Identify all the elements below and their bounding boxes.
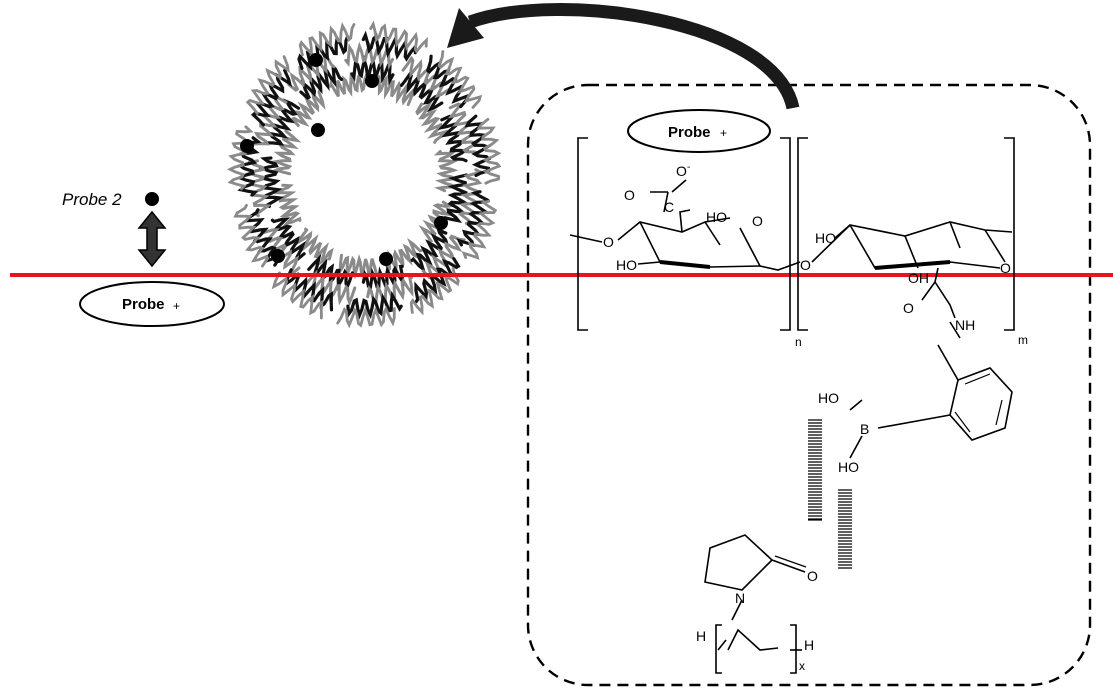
polymer-chain [290, 88, 326, 127]
svg-text:x: x [799, 659, 805, 673]
polymer-chain [410, 227, 450, 274]
svg-text:O: O [676, 163, 687, 179]
polymer-chain [336, 305, 396, 329]
svg-text:O: O [752, 213, 763, 229]
polymer-chain [361, 30, 417, 62]
polymer-chain [461, 199, 498, 260]
polymer-vesicle [226, 20, 502, 329]
polymer-chain [369, 20, 428, 54]
double-arrow-icon [137, 210, 167, 268]
bracket-x-left [715, 624, 722, 674]
polymer-chain [458, 168, 484, 226]
probe-dot [309, 53, 323, 67]
polymer-chain [328, 69, 370, 98]
polymer-chain [433, 150, 459, 193]
svg-text:O: O [1000, 260, 1011, 276]
svg-text:HO: HO [818, 390, 839, 406]
svg-text:H: H [696, 628, 706, 644]
svg-text:O: O [603, 234, 614, 250]
polymer-chain [443, 173, 469, 223]
svg-text:HO: HO [815, 230, 836, 246]
polymer-chain [261, 228, 301, 276]
svg-text:OH: OH [908, 270, 929, 286]
probe-dot [434, 216, 448, 230]
polymer-chain [425, 54, 470, 109]
polymer-chain [338, 253, 378, 280]
polymer-chain [226, 125, 254, 191]
polymer-chain [271, 271, 324, 320]
svg-text:+: + [173, 299, 180, 313]
curved-arrow [447, 3, 800, 110]
svg-text:O: O [807, 568, 818, 584]
svg-text:+: + [720, 126, 727, 140]
chemistry-labels: O O O - C HO O HO O HO OH O O NH n m HO … [603, 162, 1028, 673]
svg-text:HO: HO [706, 209, 727, 225]
bracket-n-right [780, 137, 791, 331]
svg-text:O: O [624, 187, 635, 203]
probe-plus-badge-box: Probe + [627, 109, 771, 153]
probe-dot [240, 139, 254, 153]
svg-text:N: N [735, 590, 745, 606]
polymer-chain [271, 129, 302, 176]
svg-text:Probe: Probe [122, 296, 165, 313]
probe-dot [365, 74, 379, 88]
polymer-chain [409, 266, 460, 316]
polymer-chain [346, 290, 403, 320]
bracket-m-left [797, 137, 808, 331]
polymer-chain [295, 227, 334, 266]
bracket-x-right [790, 624, 797, 674]
probe2-dot [145, 192, 159, 206]
polymer-chain [476, 117, 502, 185]
svg-text:-: - [687, 162, 690, 173]
svg-text:HO: HO [616, 257, 637, 273]
probe-plus-badge-left: Probe + [79, 281, 225, 327]
svg-text:n: n [795, 335, 802, 349]
polymer-chain [274, 183, 302, 226]
svg-text:m: m [1018, 333, 1028, 347]
probe-dot [379, 252, 393, 266]
polymer-chain [421, 234, 466, 281]
probe-dot [271, 249, 285, 263]
svg-text:HO: HO [838, 459, 859, 475]
polymer-chain [252, 93, 288, 146]
hyaluronic-acid-structure [569, 137, 1015, 674]
svg-text:Probe: Probe [668, 124, 711, 141]
polymer-chain [298, 22, 356, 57]
polymer-chain [245, 55, 290, 115]
probe2-label: Probe 2 [62, 190, 122, 209]
bracket-n-left [577, 137, 588, 331]
svg-text:O: O [800, 257, 811, 273]
bracket-m-right [1004, 137, 1015, 331]
polymer-chain [415, 101, 448, 144]
polymer-chain [270, 217, 306, 262]
svg-text:NH: NH [955, 317, 975, 333]
probe-dot [311, 123, 325, 137]
polymer-chain [246, 159, 272, 218]
svg-text:C: C [664, 199, 674, 215]
polymer-chain [437, 114, 470, 163]
svg-text:O: O [903, 300, 914, 316]
hydrogen-bond-hatches [808, 419, 852, 569]
svg-text:H: H [804, 637, 814, 653]
polymer-chain [258, 156, 285, 208]
polymer-chain [377, 74, 416, 107]
polymer-chain [418, 200, 454, 243]
svg-text:B: B [860, 421, 869, 437]
polymer-chain [233, 203, 270, 268]
polymer-chain [401, 55, 451, 99]
structure-dashed-box [526, 83, 1092, 687]
polymer-chain [437, 50, 483, 109]
